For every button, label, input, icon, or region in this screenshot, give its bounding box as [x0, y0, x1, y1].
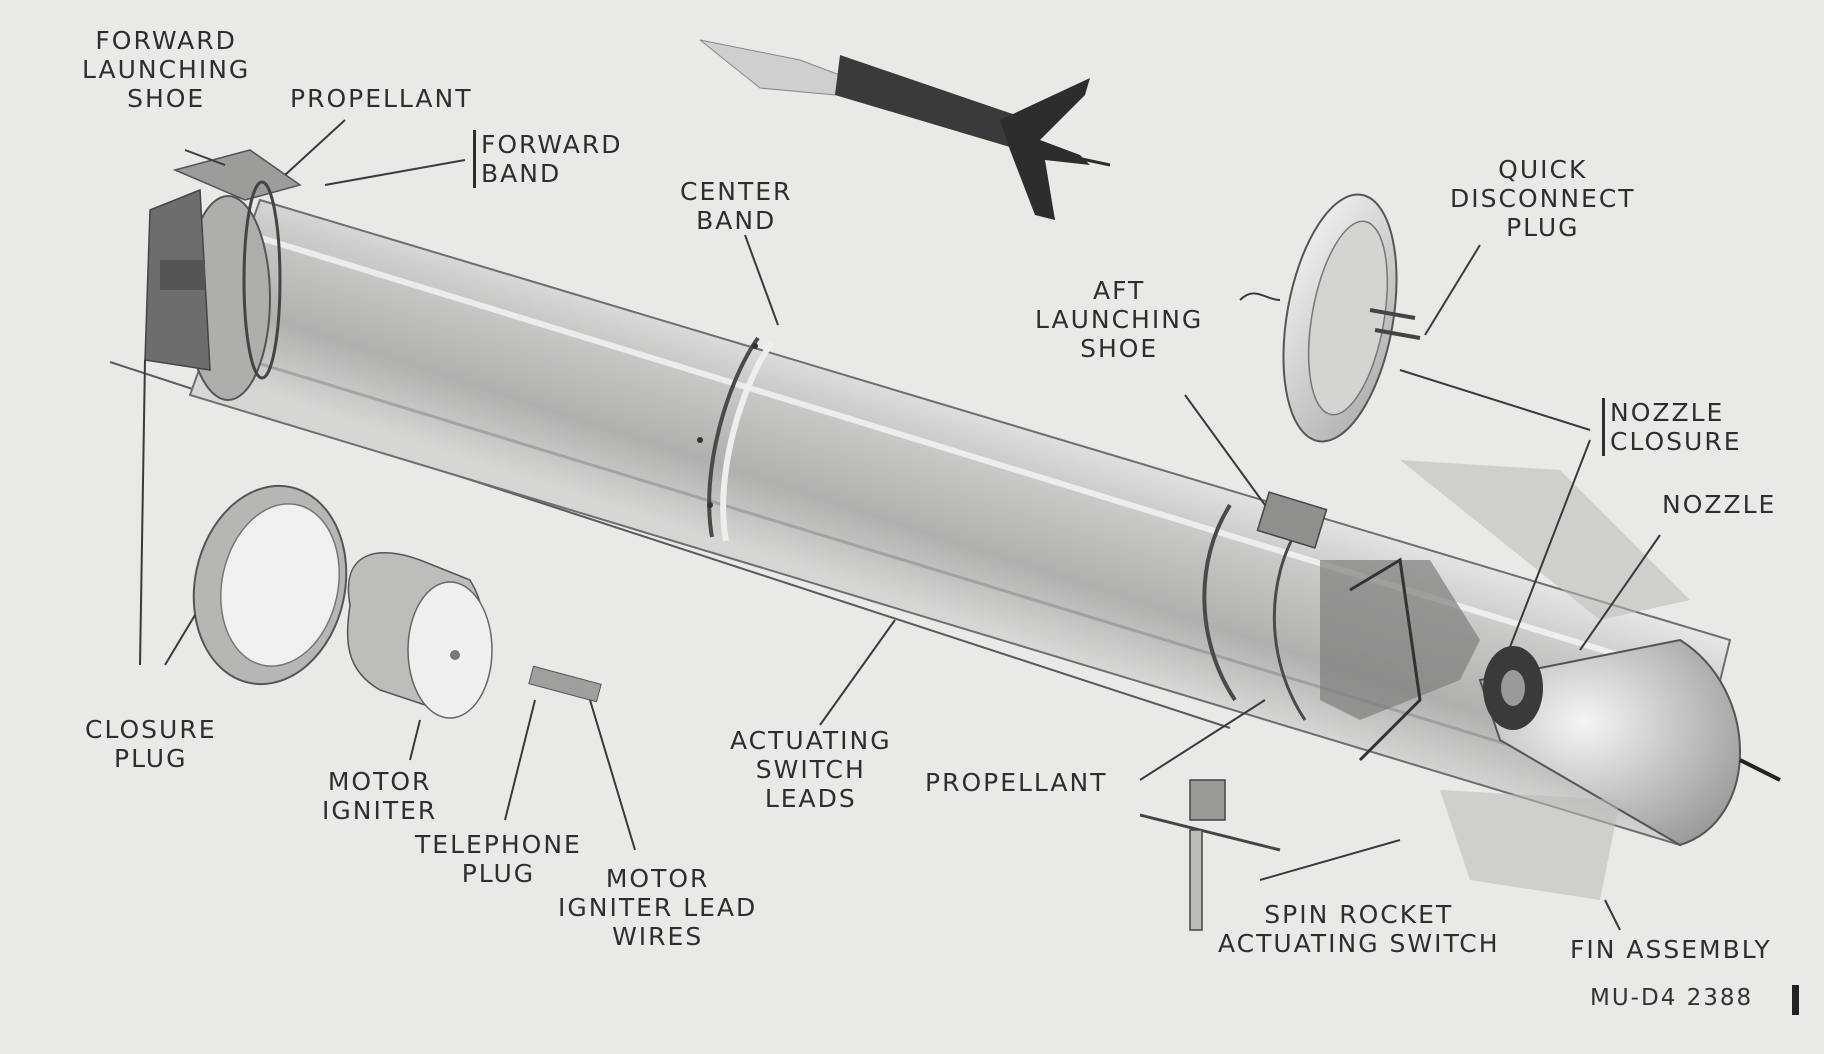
aft-section: [1202, 491, 1480, 762]
label-quick-disconnect-plug: QUICK DISCONNECT PLUG: [1450, 155, 1636, 242]
leader-lines: [139, 119, 1661, 931]
figure-reference-mark: [1792, 985, 1799, 1015]
nozzle-assembly: [1478, 638, 1781, 847]
label-forward-band: FORWARD BAND: [473, 130, 623, 188]
spin-rocket-switch-part: [1139, 779, 1281, 931]
label-spin-rocket-actuating-switch: SPIN ROCKET ACTUATING SWITCH: [1218, 900, 1500, 958]
rocket-miniature: [699, 39, 1111, 220]
motor-igniter-part: [346, 552, 493, 719]
closure-plug-disc: [192, 484, 348, 686]
label-forward-launching-shoe: FORWARD LAUNCHING SHOE: [82, 26, 251, 113]
label-motor-igniter-lead-wires: MOTOR IGNITER LEAD WIRES: [558, 864, 758, 951]
label-propellant-forward: PROPELLANT: [290, 84, 473, 113]
label-nozzle-closure: NOZZLE CLOSURE: [1602, 398, 1742, 456]
label-actuating-switch-leads: ACTUATING SWITCH LEADS: [730, 726, 892, 813]
label-aft-launching-shoe: AFT LAUNCHING SHOE: [1035, 276, 1204, 363]
label-center-band: CENTER BAND: [680, 177, 793, 235]
label-propellant-aft: PROPELLANT: [925, 768, 1108, 797]
forward-end: [144, 149, 302, 401]
label-fin-assembly: FIN ASSEMBLY: [1570, 935, 1772, 964]
label-motor-igniter: MOTOR IGNITER: [322, 767, 438, 825]
label-closure-plug: CLOSURE PLUG: [85, 715, 217, 773]
label-telephone-plug: TELEPHONE PLUG: [415, 830, 582, 888]
fin-assembly-shadow: [1400, 460, 1690, 900]
center-band: [697, 336, 775, 542]
label-nozzle: NOZZLE: [1662, 490, 1777, 519]
telephone-plug-part: [528, 665, 602, 703]
figure-reference-number: MU-D4 2388: [1590, 985, 1754, 1011]
quick-disconnect-plug-disc: [1282, 193, 1421, 443]
